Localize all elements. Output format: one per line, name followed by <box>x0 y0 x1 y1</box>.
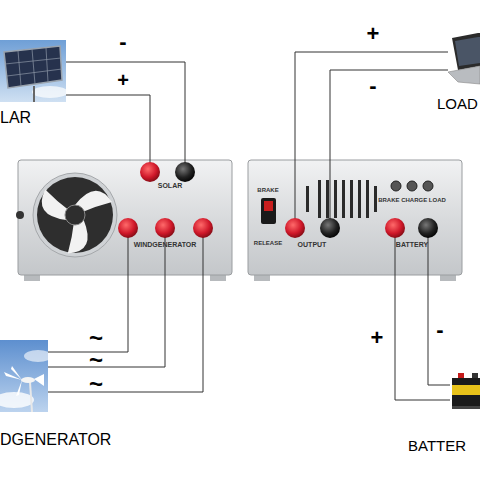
wire <box>66 62 185 160</box>
polarity-label: ~ <box>89 372 103 396</box>
wire <box>66 95 150 160</box>
wire <box>295 52 448 160</box>
wire <box>48 275 165 367</box>
polarity-label: - <box>369 75 376 97</box>
battery-photo <box>452 373 480 409</box>
solar-panel-photo <box>0 40 68 102</box>
wire <box>48 275 203 392</box>
panel-marking: OUTPUT <box>298 241 327 248</box>
polarity-label: + <box>117 70 129 90</box>
polarity-label: ~ <box>89 348 103 372</box>
panel-marking: RELEASE <box>254 240 282 246</box>
panel-marking: BRAKE <box>257 187 278 193</box>
polarity-label: ~ <box>89 326 103 350</box>
device-label: DGENERATOR <box>0 432 111 448</box>
polarity-label: - <box>119 31 126 53</box>
load-laptop: LOAD <box>448 35 480 83</box>
wire <box>330 70 448 160</box>
controller-front-photo <box>16 160 232 281</box>
battery: BATTER <box>450 372 480 410</box>
wire <box>48 275 128 352</box>
solar-panel: LAR <box>0 40 66 102</box>
polarity-label: + <box>367 23 380 45</box>
panel-marking: SOLAR <box>158 182 183 189</box>
polarity-label: - <box>436 319 443 341</box>
panel-marking: BATTERY <box>396 241 428 248</box>
wind-generator: DGENERATOR <box>0 340 48 412</box>
wire <box>395 275 450 400</box>
panel-marking: WINDGENERATOR <box>134 241 197 248</box>
wire-stub <box>128 160 428 275</box>
wire <box>428 275 450 385</box>
wind-generator-photo <box>0 340 52 412</box>
device-label: LOAD <box>437 96 478 111</box>
laptop-photo <box>448 33 480 84</box>
polarity-label: + <box>371 327 384 349</box>
device-label: BATTER <box>408 438 466 453</box>
controller-back-photo <box>248 160 462 281</box>
controller-back: BRAKE BRAKE CHARGE LOAD RELEASE OUTPUT BATTE… <box>248 160 462 275</box>
device-label: LAR <box>0 110 31 126</box>
panel-marking: BRAKE CHARGE LOAD <box>378 197 446 203</box>
controller-front: SOLAR WINDGENERATOR <box>18 160 232 275</box>
